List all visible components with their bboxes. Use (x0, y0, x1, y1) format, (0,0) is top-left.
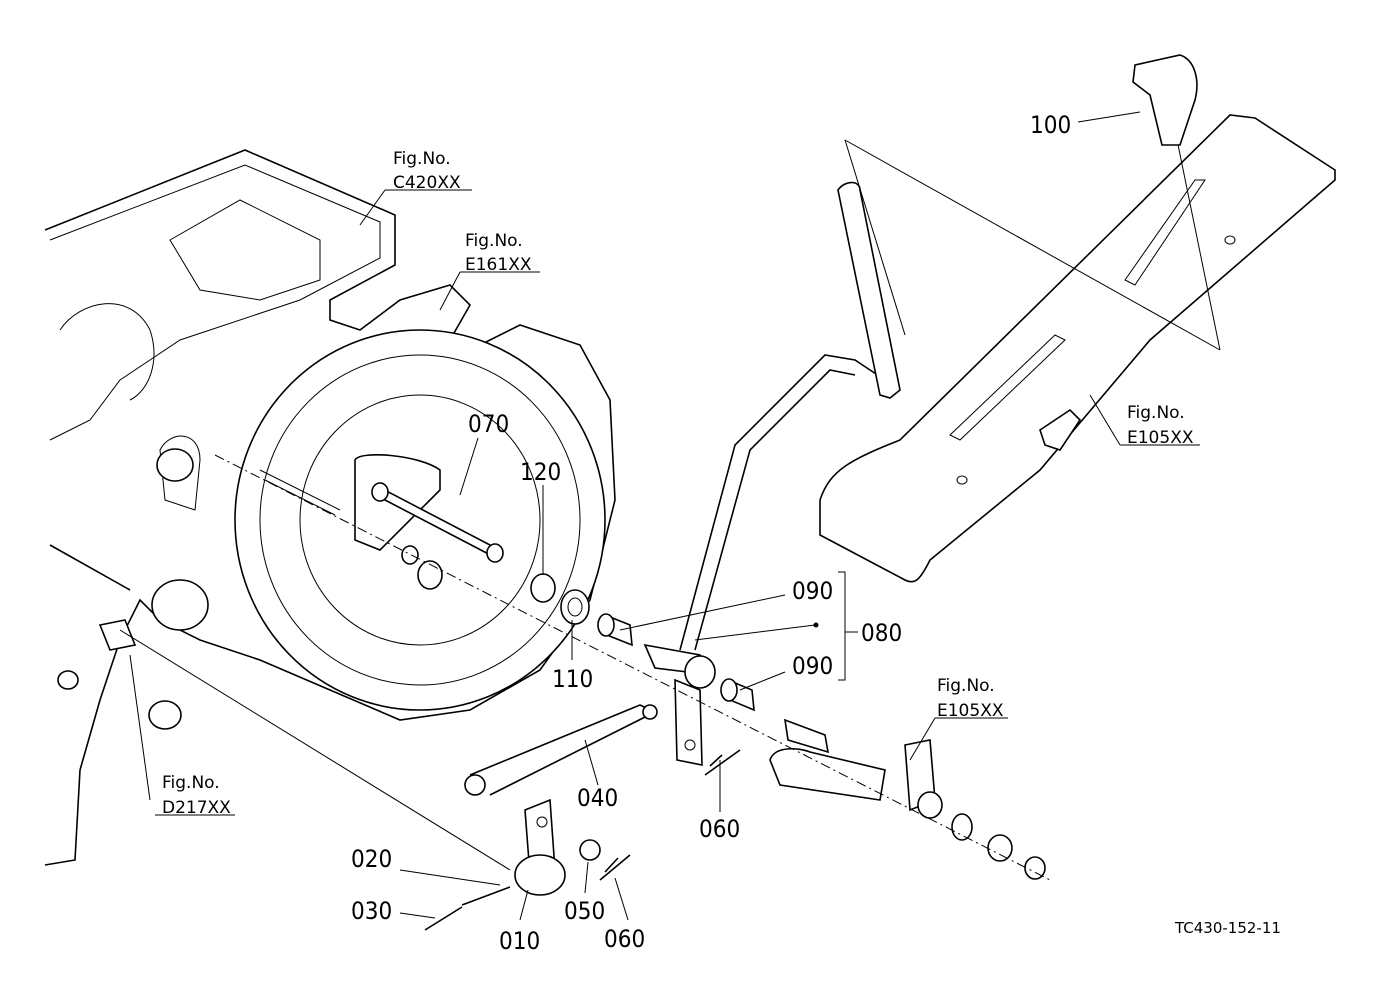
fig-ref-c420-code: C420XX (393, 173, 461, 193)
washer-110 (560, 589, 590, 625)
pin-030 (424, 906, 463, 931)
label-050: 050 (564, 897, 605, 925)
fig-ref-d217-code: D217XX (162, 798, 231, 818)
label-090-lower: 090 (792, 652, 833, 680)
fig-ref-e105-top-prefix: Fig.No. (1127, 403, 1185, 423)
cotter-pin-060-lower (599, 854, 631, 881)
rod-040 (464, 704, 658, 796)
fig-ref-e161-prefix: Fig.No. (465, 231, 523, 251)
label-030: 030 (351, 897, 392, 925)
label-040: 040 (577, 784, 618, 812)
fig-ref-e105-bottom-prefix: Fig.No. (937, 676, 995, 696)
label-060-lower: 060 (604, 925, 645, 953)
bushing-090-upper (597, 613, 633, 647)
label-070: 070 (468, 410, 509, 438)
transmission-housing (44, 149, 616, 866)
washer-050 (579, 839, 601, 861)
fig-ref-d217-prefix: Fig.No. (162, 773, 220, 793)
label-080: 080 (861, 619, 902, 647)
label-100: 100 (1030, 111, 1071, 139)
pedal-pad-100 (1132, 54, 1198, 146)
label-020: 020 (351, 845, 392, 873)
drawing-code: TC430-152-11 (1174, 919, 1281, 937)
pedal-lever-080 (643, 181, 901, 766)
pin-020 (461, 886, 511, 906)
fig-ref-e105-bottom-code: E105XX (937, 701, 1004, 721)
arm-010 (514, 798, 566, 896)
bushing-090-lower (720, 678, 755, 712)
label-060-upper: 060 (699, 815, 740, 843)
footrest-plate (819, 114, 1336, 583)
label-090-upper: 090 (792, 577, 833, 605)
label-010: 010 (499, 927, 540, 955)
shaft-070 (371, 482, 504, 563)
fig-ref-c420-prefix: Fig.No. (393, 149, 451, 169)
linkage-assembly (769, 718, 1046, 880)
label-110: 110 (552, 665, 593, 693)
snap-ring-120 (530, 573, 556, 603)
cotter-pin-060-upper (704, 749, 741, 776)
label-120: 120 (520, 458, 561, 486)
fig-ref-e105-top-code: E105XX (1127, 428, 1194, 448)
fig-ref-e161-code: E161XX (465, 255, 532, 275)
